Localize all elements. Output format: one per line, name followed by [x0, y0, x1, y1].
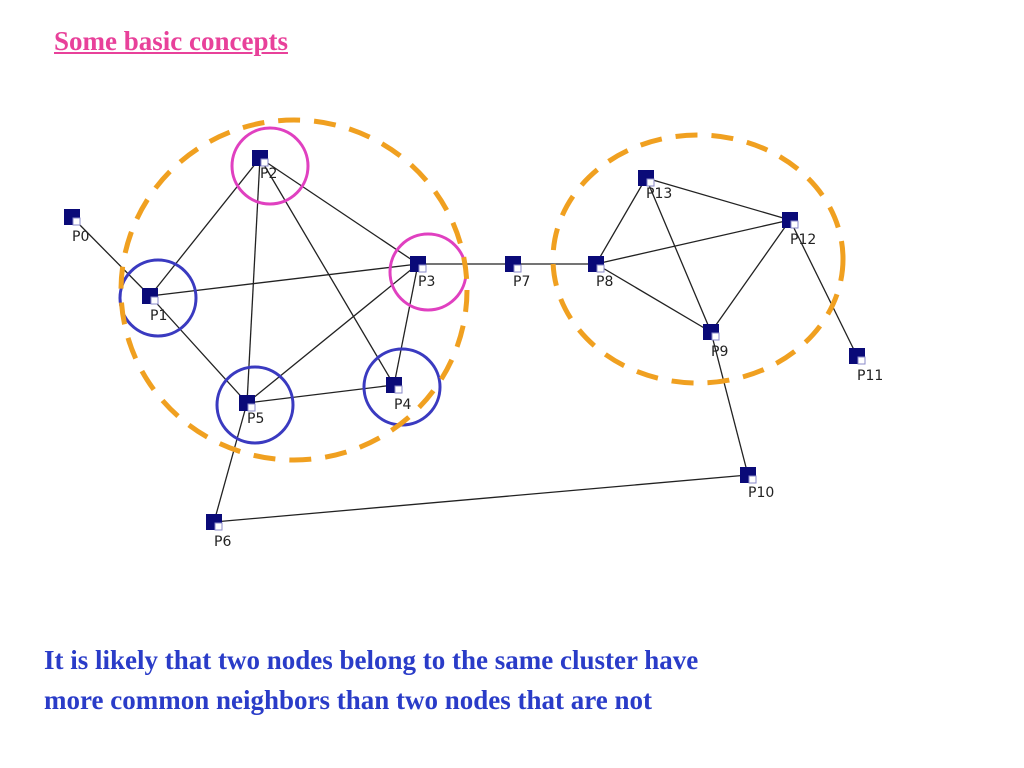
edge-p6-p10: [213, 474, 749, 523]
edge-p9-p13: [645, 177, 712, 333]
edge-p4-p5: [246, 384, 395, 404]
node-label: P11: [857, 368, 883, 384]
node-label: P8: [596, 274, 613, 290]
node-marker-notch: [247, 403, 256, 412]
slide-title: Some basic concepts: [54, 26, 288, 56]
edges: [71, 157, 858, 523]
node-p0: P0: [64, 209, 89, 245]
edge-p0-p1: [71, 216, 151, 297]
caption-line-2: more common neighbors than two nodes tha…: [44, 685, 653, 715]
node-p3: P3: [410, 256, 435, 290]
node-marker-notch: [394, 385, 403, 394]
edge-p3-p5: [246, 263, 419, 404]
edge-p2-p5: [246, 157, 261, 404]
node-marker-notch: [711, 332, 720, 341]
node-marker-notch: [513, 264, 522, 273]
node-marker-notch: [596, 264, 605, 273]
node-p5: P5: [239, 395, 264, 427]
node-marker-notch: [790, 220, 799, 229]
node-label: P4: [394, 397, 411, 413]
edge-p9-p12: [710, 219, 791, 333]
node-marker-notch: [72, 217, 81, 226]
node-marker-notch: [748, 475, 757, 484]
edge-p12-p13: [645, 177, 791, 221]
node-marker-notch: [857, 356, 866, 365]
edge-p8-p13: [595, 177, 647, 265]
node-p1: P1: [142, 288, 167, 324]
cluster-outlines: [118, 117, 846, 463]
edge-p12-p11: [789, 219, 858, 357]
edge-p2-p3: [259, 157, 419, 265]
edge-p5-p6: [213, 402, 248, 523]
node-p11: P11: [849, 348, 883, 384]
node-label: P12: [790, 232, 816, 248]
node-label: P2: [260, 166, 277, 182]
edge-p3-p4: [393, 263, 419, 386]
edge-p8-p12: [595, 219, 791, 265]
node-label: P10: [748, 485, 774, 501]
node-marker-notch: [260, 158, 269, 167]
node-p8: P8: [588, 256, 613, 290]
node-p10: P10: [740, 467, 774, 501]
caption: It is likely that two nodes belong to th…: [44, 640, 1004, 720]
caption-line-1: It is likely that two nodes belong to th…: [44, 645, 699, 675]
edge-p8-p9: [595, 263, 712, 333]
edge-p9-p10: [710, 331, 749, 476]
node-label: P0: [72, 229, 89, 245]
node-p6: P6: [206, 514, 231, 550]
highlight-circle-blue-p5: [215, 365, 295, 445]
highlight-circle-pink-p3: [388, 232, 468, 312]
node-marker-notch: [418, 264, 427, 273]
highlight-circle-pink-p2: [230, 126, 310, 206]
node-label: P1: [150, 308, 167, 324]
node-label: P3: [418, 274, 435, 290]
node-marker-notch: [214, 522, 223, 531]
node-label: P6: [214, 534, 231, 550]
cluster-outline-2: [550, 132, 846, 386]
node-label: P13: [646, 186, 672, 202]
node-label: P9: [711, 344, 728, 360]
edge-p2-p4: [259, 157, 395, 386]
node-p2: P2: [252, 150, 277, 182]
node-label: P7: [513, 274, 530, 290]
highlight-circle-blue-p1: [118, 258, 198, 338]
node-p9: P9: [703, 324, 728, 360]
edge-p1-p5: [149, 295, 248, 404]
node-p4: P4: [386, 377, 411, 413]
node-label: P5: [247, 411, 264, 427]
node-p12: P12: [782, 212, 816, 248]
node-p7: P7: [505, 256, 530, 290]
node-p13: P13: [638, 170, 672, 202]
node-marker-notch: [150, 296, 159, 305]
cluster-outline-1: [118, 117, 470, 463]
edge-p1-p2: [149, 157, 261, 297]
node-marker-notch: [646, 178, 655, 187]
